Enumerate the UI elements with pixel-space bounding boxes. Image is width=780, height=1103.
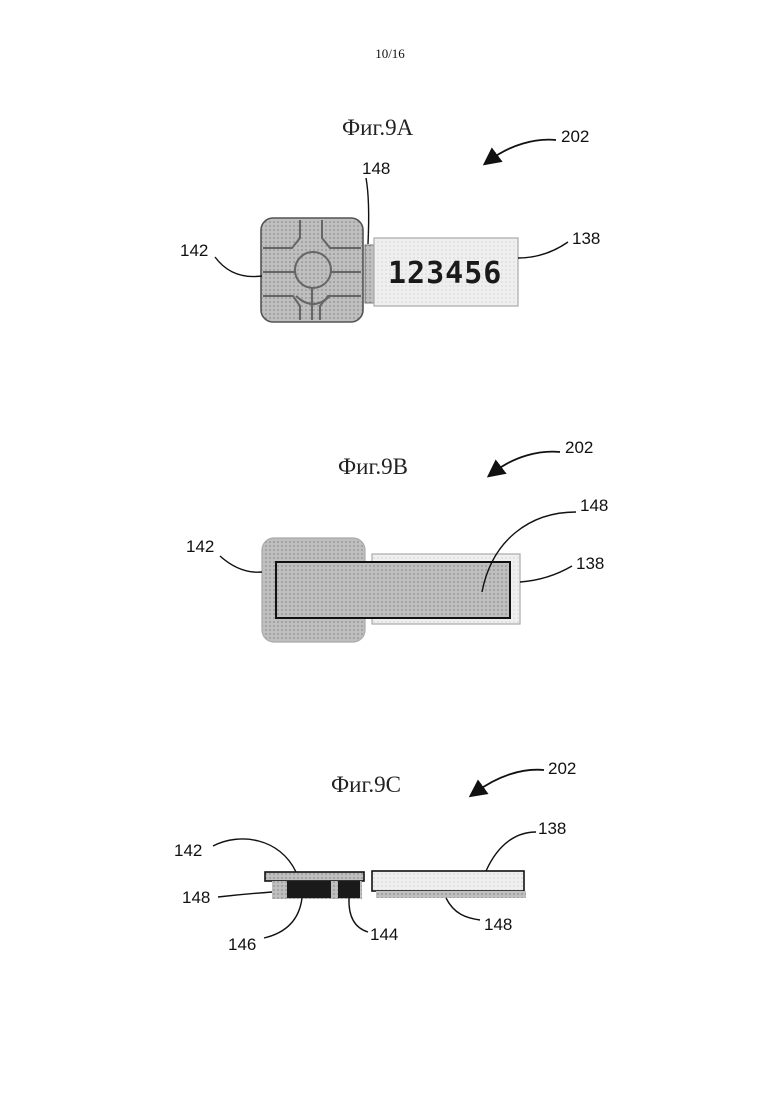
assembly-arrow — [476, 770, 544, 792]
display-module — [372, 871, 524, 891]
strip-148-right — [376, 891, 526, 898]
label-202: 202 — [565, 438, 593, 457]
label-202: 202 — [561, 127, 589, 146]
strip-148 — [365, 245, 374, 303]
label-142: 142 — [186, 537, 214, 556]
leader-146 — [264, 898, 302, 938]
label-148-left: 148 — [182, 888, 210, 907]
leader-142 — [215, 257, 262, 277]
figure-9a-title: Фиг.9А — [342, 115, 414, 140]
leader-142 — [213, 839, 296, 872]
label-142: 142 — [180, 241, 208, 260]
chip-module — [261, 218, 363, 322]
label-138: 138 — [572, 229, 600, 248]
figure-9c-title: Фиг.9С — [331, 772, 401, 797]
figure-9b-title: Фиг.9В — [338, 454, 408, 479]
leader-138 — [518, 242, 568, 258]
assembly-arrow — [490, 140, 556, 160]
label-148-right: 148 — [484, 915, 512, 934]
leader-144 — [349, 898, 368, 932]
leader-142 — [220, 556, 262, 572]
leader-148-left — [218, 892, 272, 897]
assembly-arrow — [494, 452, 560, 472]
leader-148-right — [446, 898, 480, 920]
label-142: 142 — [174, 841, 202, 860]
chip-module — [265, 872, 364, 881]
leader-148 — [366, 178, 369, 244]
label-148: 148 — [362, 159, 390, 178]
label-148: 148 — [580, 496, 608, 515]
display-number: 123456 — [388, 256, 502, 291]
figure-9c: Фиг.9С 202 142 148 146 144 138 148 — [174, 759, 576, 954]
leader-138 — [520, 566, 572, 582]
label-138: 138 — [538, 819, 566, 838]
component-146 — [287, 881, 331, 898]
label-138: 138 — [576, 554, 604, 573]
strip-148 — [276, 562, 510, 618]
figure-9a: Фиг.9А 202 123456 148 142 138 — [180, 115, 600, 322]
label-202: 202 — [548, 759, 576, 778]
component-144 — [338, 881, 360, 898]
label-144: 144 — [370, 925, 398, 944]
leader-138 — [486, 832, 536, 871]
display-module: 123456 — [374, 238, 518, 306]
label-146: 146 — [228, 935, 256, 954]
figure-9b: Фиг.9В 202 148 142 138 — [186, 438, 608, 642]
